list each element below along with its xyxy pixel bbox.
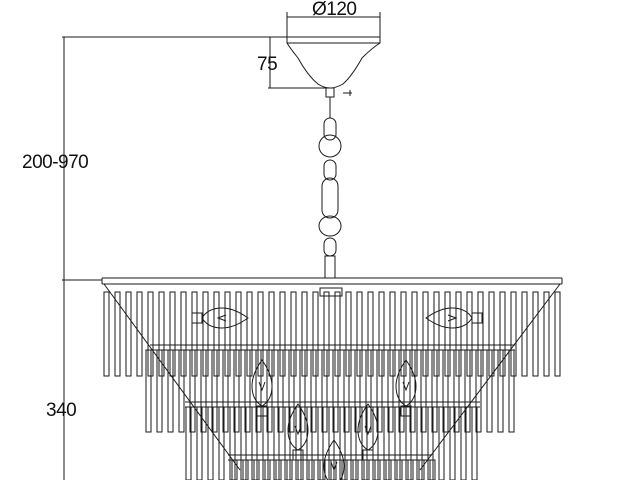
crystal-rod bbox=[211, 349, 218, 433]
body-height-label: 340 bbox=[46, 400, 77, 421]
crystal-rod bbox=[178, 349, 185, 433]
crystal-rod bbox=[486, 349, 493, 433]
crystal-rod bbox=[554, 291, 561, 377]
crystal-rod bbox=[156, 349, 163, 433]
crystal-rod bbox=[114, 291, 121, 377]
bulb bbox=[425, 307, 483, 329]
crystal-rod bbox=[398, 349, 405, 433]
crystal-rod bbox=[532, 291, 539, 377]
bulb bbox=[395, 359, 417, 417]
crystal-rod bbox=[442, 349, 449, 433]
crystal-rod bbox=[508, 349, 515, 433]
crystal-rod bbox=[222, 349, 229, 433]
crystal-rod bbox=[145, 349, 152, 433]
crystal-rod bbox=[189, 349, 196, 433]
crystal-rod bbox=[376, 349, 383, 433]
crystal-rod bbox=[244, 349, 251, 433]
diameter-dimension-line bbox=[286, 12, 381, 40]
bulb bbox=[251, 359, 273, 417]
crystal-rod bbox=[167, 349, 174, 433]
bulb bbox=[191, 307, 249, 329]
crystal-rod bbox=[321, 349, 328, 433]
crystal-rod bbox=[200, 349, 207, 433]
crystal-rod bbox=[409, 349, 416, 433]
crystal-rod bbox=[255, 349, 262, 433]
bulb bbox=[357, 403, 379, 461]
crystal-rod bbox=[497, 349, 504, 433]
crystal-rod bbox=[420, 349, 427, 433]
light-bulbs bbox=[191, 307, 483, 485]
crystal-rod bbox=[464, 349, 471, 433]
crystal-rod bbox=[299, 349, 306, 433]
crystal-rod bbox=[354, 349, 361, 433]
crystal-rod bbox=[310, 349, 317, 433]
canopy bbox=[286, 36, 381, 89]
crystal-rod bbox=[521, 291, 528, 377]
canopy-height-dimension-line bbox=[268, 36, 330, 89]
crystal-rod bbox=[332, 349, 339, 433]
canopy-diameter-label: Ø120 bbox=[312, 0, 357, 20]
crystal-rod bbox=[543, 291, 550, 377]
crystal-rod bbox=[277, 349, 284, 433]
crystal-rod bbox=[136, 291, 143, 377]
suspension-range-label: 200-970 bbox=[22, 152, 89, 173]
crystal-rod bbox=[125, 291, 132, 377]
frame-top bbox=[101, 277, 563, 297]
crystal-rod bbox=[233, 349, 240, 433]
crystal-rod bbox=[343, 349, 350, 433]
crystal-rod bbox=[103, 291, 110, 377]
canopy-screw bbox=[343, 90, 352, 96]
bulb bbox=[287, 403, 309, 461]
crystal-rod bbox=[453, 349, 460, 433]
crystal-rod bbox=[431, 349, 438, 433]
canopy-height-label: 75 bbox=[257, 54, 278, 75]
crystal-rods bbox=[103, 291, 561, 481]
overall-height-dimension-line bbox=[62, 36, 287, 281]
bulb bbox=[323, 439, 345, 485]
crystal-rod bbox=[475, 349, 482, 433]
crystal-rod bbox=[288, 349, 295, 433]
chain bbox=[318, 87, 342, 279]
crystal-rod bbox=[387, 349, 394, 433]
